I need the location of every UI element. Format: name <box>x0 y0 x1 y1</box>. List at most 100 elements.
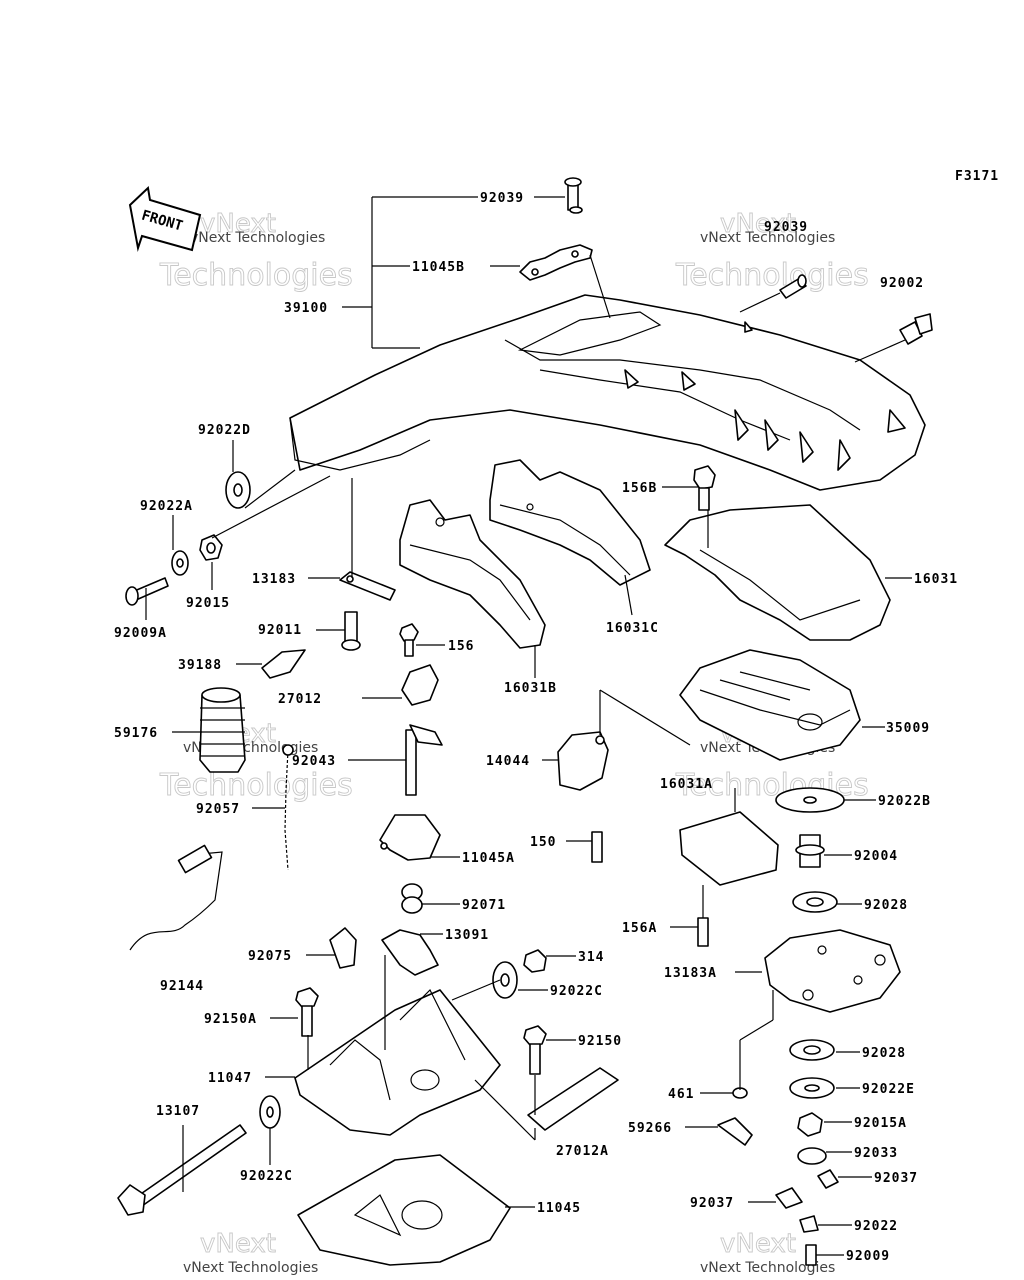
part-39188-pad <box>261 649 306 679</box>
label-11045B: 11045B <box>412 260 465 275</box>
part-92075-block <box>329 927 357 969</box>
label-16031C: 16031C <box>606 621 659 636</box>
part-11047-base <box>294 988 501 1136</box>
label-13091: 13091 <box>445 928 489 943</box>
label-92144: 92144 <box>160 979 204 994</box>
label-11047: 11047 <box>208 1071 252 1086</box>
label-92022A: 92022A <box>140 499 193 514</box>
label-92150: 92150 <box>578 1034 622 1049</box>
part-16031B-block <box>399 499 546 649</box>
part-92022-clip <box>799 1215 819 1233</box>
part-92071-bushing <box>401 883 423 914</box>
front-arrow-icon: FRONT <box>128 185 202 252</box>
part-27012A-handle <box>527 1067 619 1131</box>
part-92015A-nut <box>797 1112 823 1137</box>
svg-text:Technologies: Technologies <box>159 768 353 803</box>
label-92037: 92037 <box>874 1171 918 1186</box>
part-92022C-washer-b <box>259 1095 281 1129</box>
label-92015: 92015 <box>186 596 230 611</box>
part-13091-bracket <box>381 929 439 976</box>
part-11045B-bracket <box>519 244 593 281</box>
part-92022D-washer <box>225 471 251 509</box>
part-92150-bolt <box>523 1025 547 1075</box>
part-92028-washer-a <box>792 891 838 913</box>
label-150: 150 <box>530 835 556 850</box>
part-92009A-bolt <box>125 577 169 606</box>
label-27012A: 27012A <box>556 1144 609 1159</box>
part-92037-clamp-b <box>775 1187 803 1209</box>
part-92022B-washer <box>775 787 845 813</box>
label-13107: 13107 <box>156 1104 200 1119</box>
label-92015A: 92015A <box>854 1116 907 1131</box>
part-92039-pin-right <box>779 274 807 299</box>
svg-text:vNext Technologies: vNext Technologies <box>700 1260 835 1276</box>
label-92002: 92002 <box>880 276 924 291</box>
part-13183A-plate <box>764 929 901 1013</box>
label-92033: 92033 <box>854 1146 898 1161</box>
part-92022A-washer <box>171 550 189 576</box>
label-92022C: 92022C <box>550 984 603 999</box>
part-35009-frame <box>679 649 861 761</box>
part-59176-boot <box>199 687 246 773</box>
svg-text:vNext Technologies: vNext Technologies <box>700 230 835 246</box>
svg-text:vNext: vNext <box>200 209 276 239</box>
part-92144-spring <box>129 844 223 951</box>
part-13183-plate <box>339 571 396 601</box>
label-92043: 92043 <box>292 754 336 769</box>
label-13183: 13183 <box>252 572 296 587</box>
label-92022B: 92022B <box>878 794 931 809</box>
part-92009-bolt <box>805 1244 817 1266</box>
part-92037-clamp-a <box>817 1169 839 1189</box>
part-59266-fitting <box>717 1117 753 1146</box>
part-156B-bolt <box>693 465 716 511</box>
part-39100-cover <box>289 294 926 491</box>
label-39100: 39100 <box>284 301 328 316</box>
label-14044: 14044 <box>486 754 530 769</box>
part-92015-nut <box>199 534 223 561</box>
label-59266: 59266 <box>628 1121 672 1136</box>
svg-text:Technologies: Technologies <box>675 258 869 293</box>
part-92028-washer-b <box>789 1039 835 1061</box>
part-92057-cable <box>282 744 294 871</box>
part-11045-plate <box>297 1154 511 1266</box>
label-92071: 92071 <box>462 898 506 913</box>
label-461: 461 <box>668 1087 694 1102</box>
part-13107-bolt <box>117 1124 247 1216</box>
part-92039-pin <box>564 177 583 214</box>
label-92022C-b: 92022C <box>240 1169 293 1184</box>
svg-text:vNext: vNext <box>720 209 796 239</box>
label-92022D: 92022D <box>198 423 251 438</box>
label-92037-b: 92037 <box>690 1196 734 1211</box>
part-14044-bracket <box>557 731 609 791</box>
part-150-bolt <box>591 831 603 863</box>
label-11045: 11045 <box>537 1201 581 1216</box>
part-27012-clip <box>401 664 439 706</box>
label-11045A: 11045A <box>462 851 515 866</box>
label-92039-right: 92039 <box>764 220 808 235</box>
label-39188: 39188 <box>178 658 222 673</box>
label-314: 314 <box>578 950 604 965</box>
figure-code: F3171 <box>955 169 999 184</box>
part-92004-stud <box>795 834 825 868</box>
label-92022: 92022 <box>854 1219 898 1234</box>
label-35009: 35009 <box>886 721 930 736</box>
label-156A: 156A <box>622 921 657 936</box>
label-27012: 27012 <box>278 692 322 707</box>
label-16031A: 16031A <box>660 777 713 792</box>
part-16031-cover <box>664 504 891 641</box>
label-16031B: 16031B <box>504 681 557 696</box>
label-92039: 92039 <box>480 191 524 206</box>
label-59176: 59176 <box>114 726 158 741</box>
svg-text:vNext: vNext <box>200 1229 276 1259</box>
label-156: 156 <box>448 639 474 654</box>
label-92028: 92028 <box>864 898 908 913</box>
label-92150A: 92150A <box>204 1012 257 1027</box>
label-92011: 92011 <box>258 623 302 638</box>
label-92004: 92004 <box>854 849 898 864</box>
label-92022E: 92022E <box>862 1082 915 1097</box>
part-labels: 92039 11045B 39100 92039 92002 92022D 15… <box>114 191 957 1264</box>
part-92022E-washer <box>789 1077 835 1099</box>
label-13183A: 13183A <box>664 966 717 981</box>
svg-text:Technologies: Technologies <box>159 258 353 293</box>
part-92043-lever <box>405 724 443 796</box>
